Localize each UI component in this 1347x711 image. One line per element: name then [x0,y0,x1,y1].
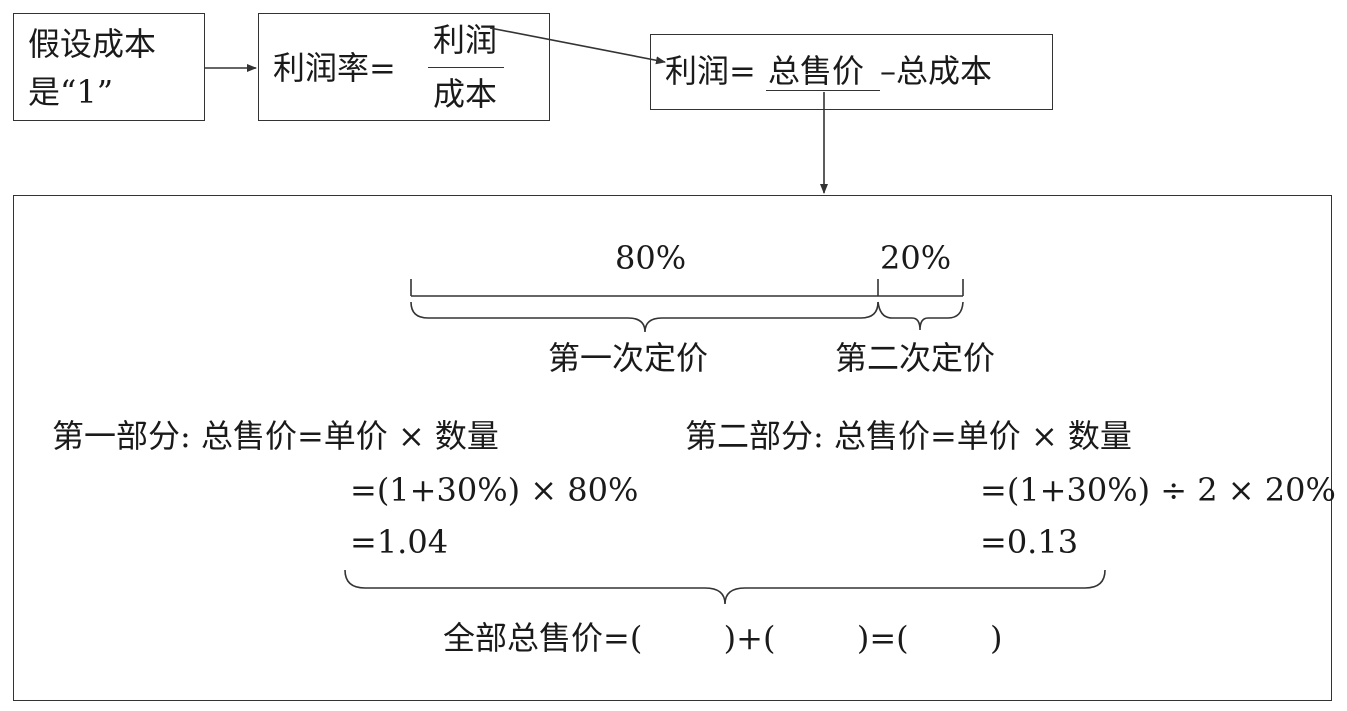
profit-formula-box [650,34,1053,110]
percent-second: 20% [880,239,952,277]
price-second-label: 第二次定价 [835,339,996,377]
profit-formula-suffix: –总成本 [880,52,993,90]
profit-formula-prefix: 利润= [665,52,756,90]
part1-line2: =(1+30%) × 80% [350,471,639,509]
fraction-line [428,67,504,68]
total-price-underline [766,90,880,91]
part1-line3: =1.04 [350,523,449,561]
profit-rate-denominator: 成本 [433,75,498,113]
part2-line1: 第二部分: 总售价=单价 × 数量 [685,417,1132,455]
profit-rate-numerator: 利润 [433,21,498,59]
assume-line2: 是“1” [28,73,114,111]
profit-rate-label: 利润率= [273,49,396,87]
main-box [13,195,1332,701]
part1-line1: 第一部分: 总售价=单价 × 数量 [52,417,499,455]
assume-box [13,13,205,121]
assume-line1: 假设成本 [28,25,157,63]
total-formula: 全部总售价=( )+( )=( ) [443,619,1003,657]
percent-first: 80% [615,239,687,277]
part2-line3: =0.13 [980,523,1079,561]
profit-formula-total-price: 总售价 [768,52,865,90]
price-first-label: 第一次定价 [548,339,709,377]
part2-line2: =(1+30%) ÷ 2 × 20% [980,471,1336,509]
